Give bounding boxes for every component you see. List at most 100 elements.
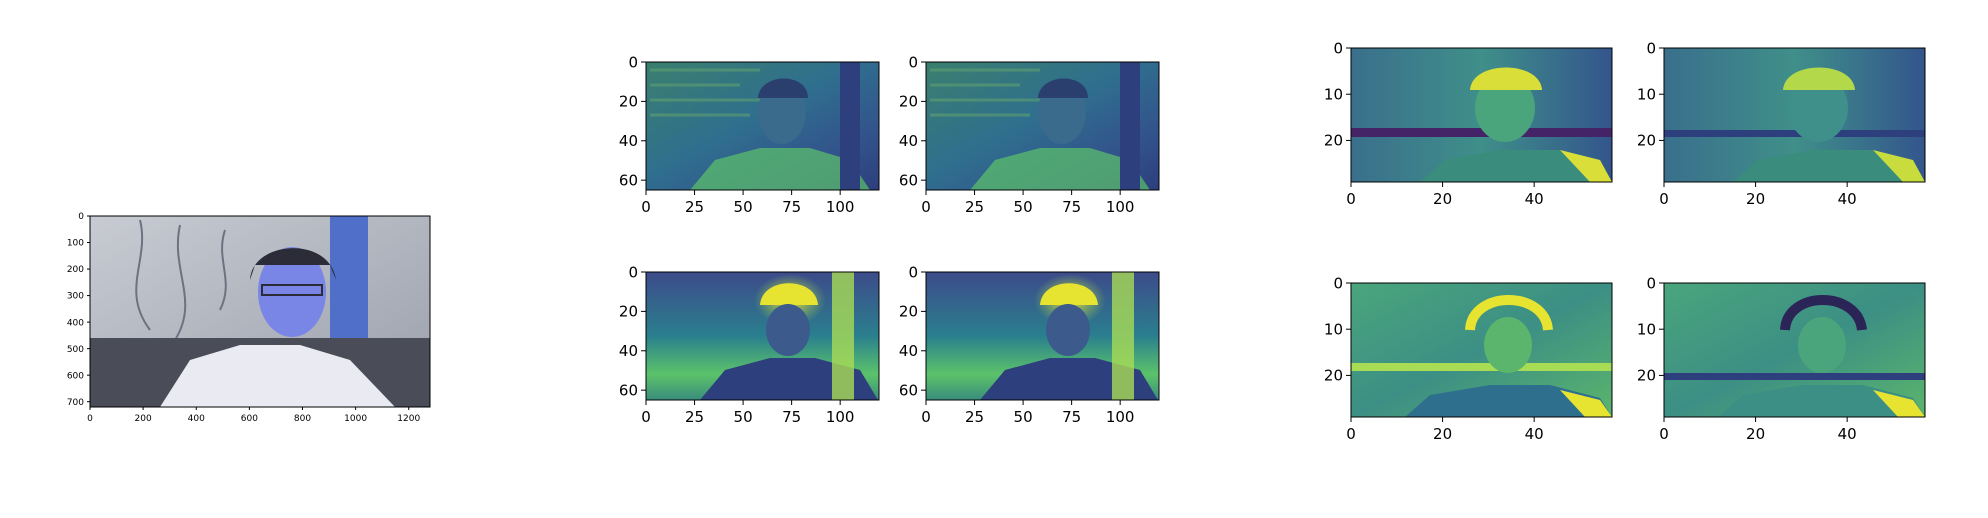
x-tick-label: 0 (641, 408, 651, 426)
map-shoulders (1733, 150, 1925, 182)
map-shoulders (1420, 150, 1612, 182)
y-tick-label: 700 (67, 398, 84, 408)
x-tick-label: 0 (921, 408, 931, 426)
x-tick-label: 25 (965, 198, 984, 216)
x-tick-label: 0 (921, 198, 931, 216)
x-tick-label: 20 (1746, 190, 1765, 208)
x-tick-label: 25 (965, 408, 984, 426)
map-highlight (1560, 150, 1612, 182)
input-image-frame (89, 215, 431, 408)
map-horizontal-band (1351, 363, 1612, 371)
x-tick-label: 0 (1346, 190, 1356, 208)
layer1-map-3-frame (645, 271, 880, 401)
y-tick-label: 100 (67, 239, 84, 249)
map-cap (1470, 67, 1542, 90)
y-tick-label: 0 (1646, 39, 1656, 57)
layer1-map-4-image (926, 272, 1159, 400)
map-cap-outline (1465, 295, 1553, 331)
image-window-frame (330, 216, 368, 346)
x-tick-label: 25 (685, 408, 704, 426)
x-tick-label: 75 (782, 408, 801, 426)
map-texture (930, 68, 1040, 117)
y-tick-label: 400 (67, 318, 84, 328)
x-tick-label: 40 (1838, 190, 1857, 208)
image-hair (250, 248, 336, 280)
x-tick-label: 0 (1659, 425, 1669, 443)
layer1-map-1-image (646, 62, 879, 190)
x-tick-label: 40 (1525, 425, 1544, 443)
image-vine-pattern (135, 219, 227, 341)
x-tick-label: 75 (1062, 408, 1081, 426)
x-tick-label: 20 (1433, 425, 1452, 443)
map-face (766, 304, 810, 356)
map-highlight (1873, 150, 1925, 182)
y-tick-label: 10 (1637, 320, 1656, 338)
y-tick-label: 10 (1324, 320, 1343, 338)
x-tick-label: 20 (1433, 190, 1452, 208)
x-tick-label: 0 (641, 198, 651, 216)
map-horizontal-band (1664, 130, 1925, 137)
layer2-map-2-image (1664, 48, 1925, 182)
x-tick-label: 200 (135, 414, 152, 424)
layer2-map-3-frame (1350, 282, 1613, 418)
layer1-map-4-frame (925, 271, 1160, 401)
layer1-map-1-frame (645, 61, 880, 191)
x-tick-label: 100 (1106, 198, 1135, 216)
map-highlight (1873, 390, 1925, 417)
y-tick-label: 20 (619, 303, 638, 321)
map-face (1046, 304, 1090, 356)
map-window (1120, 62, 1140, 190)
map-face (1798, 317, 1846, 373)
y-tick-label: 40 (619, 132, 638, 150)
layer1-map-2-frame (925, 61, 1160, 191)
x-tick-label: 100 (1106, 408, 1135, 426)
x-tick-label: 400 (188, 414, 205, 424)
input-image (90, 216, 430, 407)
map-shoulders (1405, 385, 1612, 417)
map-cap (1038, 78, 1088, 98)
layer1-map-3-image (646, 272, 879, 400)
y-tick-label: 60 (619, 381, 638, 399)
y-tick-label: 20 (899, 303, 918, 321)
x-tick-label: 75 (782, 198, 801, 216)
y-tick-label: 40 (619, 342, 638, 360)
layer2-map-4-frame (1663, 282, 1926, 418)
y-tick-label: 500 (67, 345, 84, 355)
x-tick-label: 0 (1346, 425, 1356, 443)
layer2-map-1-image (1351, 48, 1612, 182)
layer2-map-2-frame (1663, 47, 1926, 183)
map-window (840, 62, 860, 190)
x-tick-label: 100 (826, 408, 855, 426)
x-tick-label: 1200 (397, 414, 420, 424)
x-tick-label: 0 (1659, 190, 1669, 208)
y-tick-label: 60 (619, 171, 638, 189)
x-tick-label: 0 (87, 414, 93, 424)
map-window (832, 272, 854, 400)
y-tick-label: 20 (1324, 132, 1343, 150)
y-tick-label: 200 (67, 265, 84, 275)
map-texture (650, 68, 760, 117)
map-shoulders (970, 148, 1150, 190)
y-tick-label: 0 (1646, 274, 1656, 292)
y-tick-label: 40 (899, 342, 918, 360)
layer1-map-2-image (926, 62, 1159, 190)
x-tick-label: 800 (294, 414, 311, 424)
image-shirt (160, 345, 395, 407)
x-tick-label: 20 (1746, 425, 1765, 443)
map-cap (760, 283, 818, 305)
y-tick-label: 0 (908, 263, 918, 281)
